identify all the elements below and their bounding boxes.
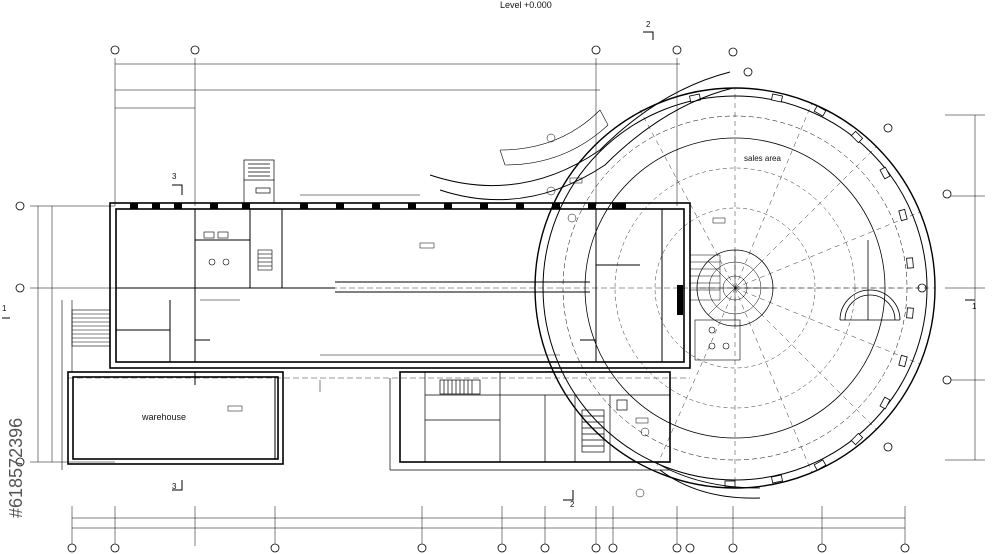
right-apse bbox=[839, 240, 901, 321]
annotation-marks bbox=[200, 133, 726, 498]
grid-bubbles-left bbox=[15, 201, 25, 467]
room-label-warehouse: warehouse bbox=[142, 412, 187, 422]
restroom-fixtures bbox=[203, 231, 273, 271]
outer-walls bbox=[67, 202, 691, 465]
stock-credit-text: #618572396 bbox=[6, 417, 26, 518]
grid-bubbles-bottom bbox=[67, 543, 910, 553]
service-block bbox=[389, 372, 670, 471]
section-mark-right: 1 bbox=[972, 302, 977, 311]
perimeter-columns bbox=[689, 93, 914, 488]
top-stair bbox=[243, 159, 275, 203]
left-stair bbox=[61, 300, 111, 470]
dimension-lines-top bbox=[114, 58, 680, 206]
room-label-sales-area: sales area bbox=[744, 154, 781, 163]
section-mark-bottom-left: 3 bbox=[172, 482, 177, 491]
dimension-lines-right bbox=[945, 114, 985, 461]
level-title: Level +0.000 bbox=[500, 0, 552, 10]
interior-walls bbox=[116, 209, 663, 459]
grid-bubbles-right bbox=[883, 123, 952, 452]
section-mark-bottom-right: 2 bbox=[570, 500, 575, 509]
facade-windows bbox=[130, 203, 683, 315]
dimension-lines-left bbox=[30, 205, 115, 463]
grid-bubbles-top bbox=[110, 45, 753, 77]
lower-canopy bbox=[654, 461, 761, 499]
section-mark-left: 1 bbox=[2, 304, 7, 313]
spiral-stair bbox=[689, 250, 773, 326]
section-mark-top-right: 2 bbox=[646, 20, 651, 29]
entrance-canopy bbox=[429, 71, 734, 201]
dimension-lines-bottom bbox=[71, 506, 906, 546]
stock-watermark: #618572396 bbox=[2, 320, 32, 520]
axis-lines bbox=[68, 287, 920, 379]
section-mark-top-left: 3 bbox=[172, 172, 177, 181]
section-cut-markers bbox=[2, 31, 975, 501]
radial-lines bbox=[639, 88, 935, 488]
circle-restrooms bbox=[694, 319, 741, 361]
